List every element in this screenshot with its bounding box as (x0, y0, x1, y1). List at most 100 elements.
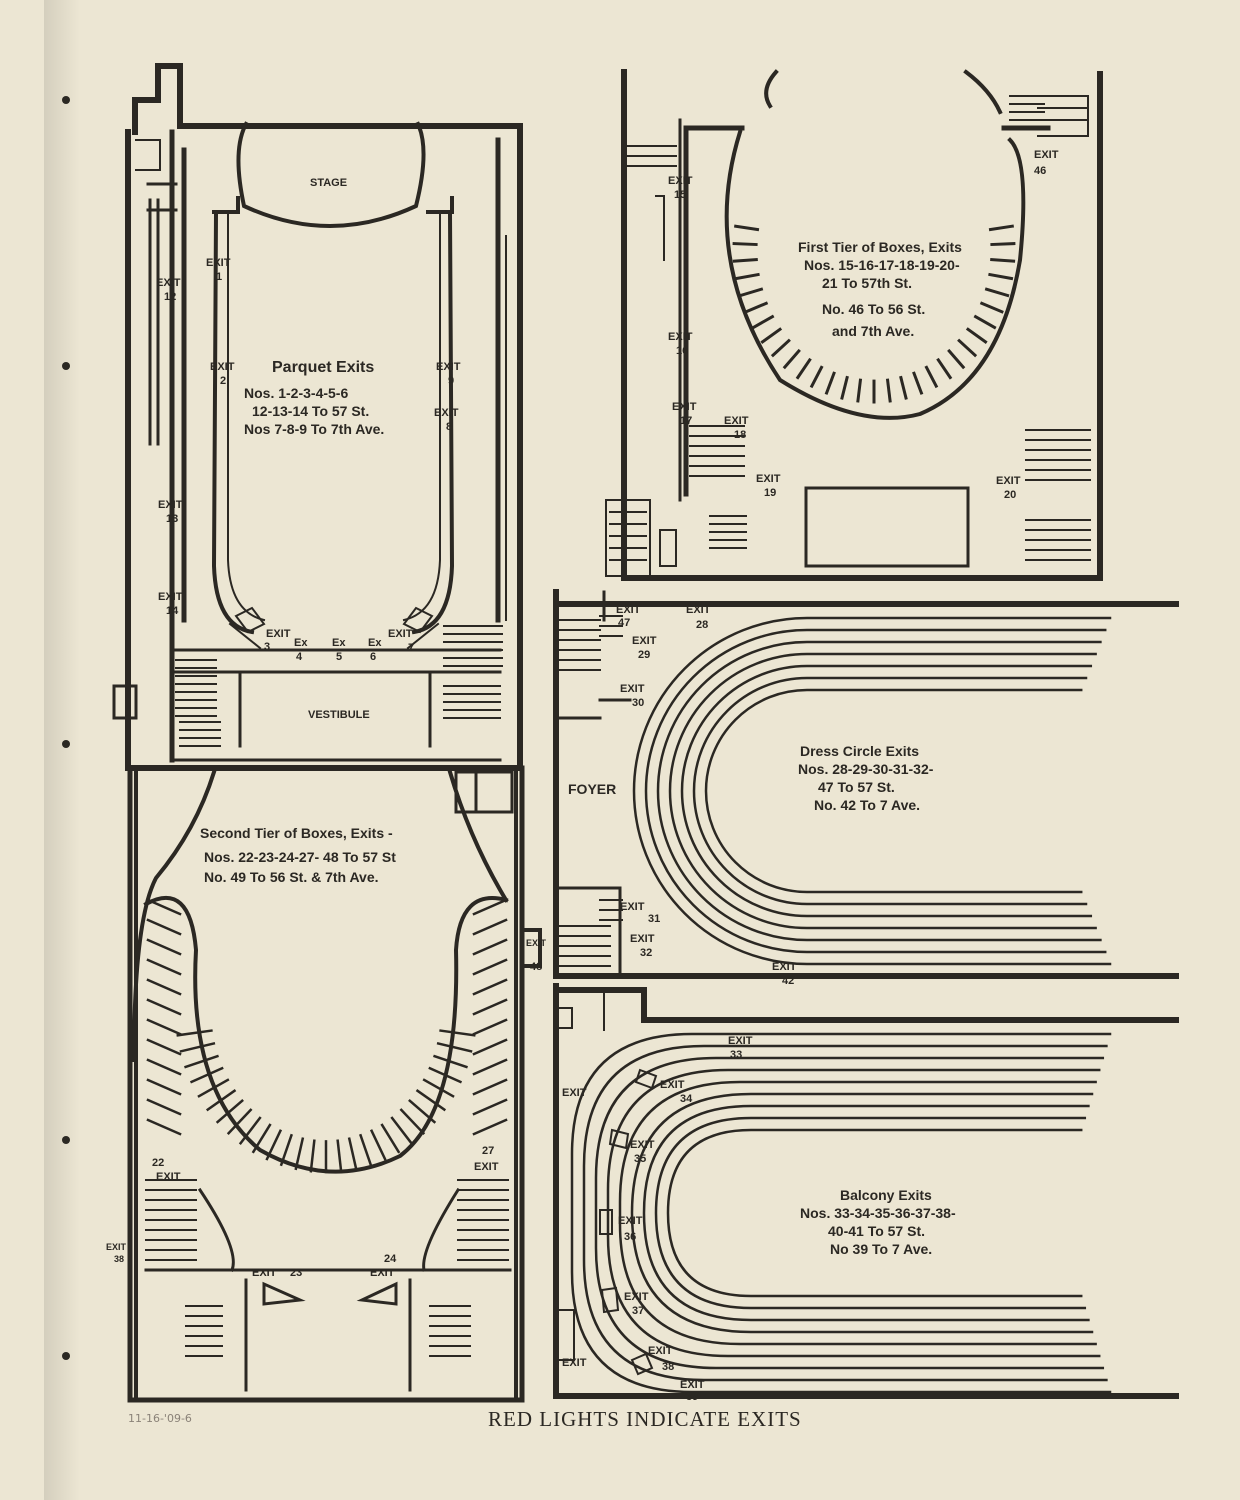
exit-word: EXIT (632, 635, 657, 647)
box-partition (415, 1089, 447, 1112)
seating-lane (704, 688, 1083, 894)
parquet-exits-note: Parquet Exits Nos. 1-2-3-4-5-6 12-13-14 … (244, 359, 384, 437)
box-partition (795, 357, 812, 380)
box-partition (472, 1118, 508, 1136)
exit-19-number: 19 (764, 487, 776, 499)
exit-word: EXIT (620, 683, 645, 695)
first-tier-plan: First Tier of Boxes, Exits Nos. 15-16-17… (605, 69, 1103, 581)
box-partition (390, 1116, 414, 1145)
box-partition (472, 1078, 508, 1096)
exit-48-number: 48 (530, 961, 542, 973)
box-partition (146, 1018, 182, 1036)
exit-word: EXIT (1034, 149, 1059, 161)
box-partition (472, 918, 508, 936)
seating-lane (668, 652, 1097, 930)
box-partition (146, 1038, 182, 1056)
box-partition (205, 1089, 237, 1112)
box-partition (197, 1078, 230, 1098)
box-partition (734, 272, 760, 281)
second-tier-note-title: Second Tier of Boxes, Exits - (200, 825, 393, 841)
exit-18-number: 18 (734, 429, 746, 441)
exit-38-number: 38 (114, 1254, 124, 1264)
box-partition (988, 272, 1014, 281)
box-partition (947, 348, 966, 370)
seating-lane (594, 1056, 1105, 1370)
exit-23-number: 23 (290, 1267, 302, 1279)
box-partition (428, 1066, 463, 1084)
box-partition (973, 314, 997, 330)
dress-circle-note-line3: No. 42 To 7 Ave. (814, 797, 920, 813)
box-partition (472, 938, 508, 956)
first-tier-note-line1: Nos. 15-16-17-18-19-20- (804, 257, 960, 273)
exit-2-number: 2 (220, 375, 226, 387)
box-partition (146, 1058, 182, 1076)
exit-word: EXIT (648, 1345, 673, 1357)
exit-word: EXIT (434, 407, 459, 419)
seating-lane (680, 664, 1093, 918)
exit-38-number: 38 (662, 1361, 674, 1373)
exit-14-number: 14 (166, 605, 179, 617)
box-partition (984, 287, 1010, 298)
parquet-note-title: Parquet Exits (272, 359, 374, 376)
box-partition (279, 1133, 293, 1167)
box-partition (146, 1098, 182, 1116)
exit-word: EXIT (660, 1079, 685, 1091)
vestibule-label: VESTIBULE (308, 709, 370, 721)
exit-word: EXIT (630, 1139, 655, 1151)
caption: RED LIGHTS INDICATE EXITS (488, 1407, 802, 1431)
box-partition (856, 378, 863, 403)
exit-word: EXIT (156, 1171, 181, 1183)
box-partition (760, 327, 783, 344)
exit-17-number: 17 (680, 415, 692, 427)
box-partition (184, 1054, 219, 1069)
box-partition (936, 357, 953, 380)
box-partition (990, 242, 1016, 247)
exit-word: EXIT (252, 1267, 277, 1279)
box-partition (472, 898, 508, 916)
box-partition (732, 242, 758, 247)
exit-6-number: 6 (370, 651, 376, 663)
exit-5-number: 5 (336, 651, 342, 663)
first-tier-note: First Tier of Boxes, Exits Nos. 15-16-17… (798, 239, 962, 339)
seating-lane (642, 1104, 1090, 1322)
exit-27-number: 27 (482, 1145, 494, 1157)
exit-word: EXIT (680, 1379, 705, 1391)
exit-13-number: 13 (166, 513, 178, 525)
box-partition (899, 375, 908, 400)
exit-9-number: 9 (448, 375, 454, 387)
exit-46-number: 46 (1034, 165, 1046, 177)
exit-30-number: 30 (632, 697, 644, 709)
box-partition (146, 898, 182, 916)
dress-circle-note-line2: 47 To 57 St. (818, 779, 895, 795)
box-partition (146, 958, 182, 976)
exit-word: EXIT (630, 933, 655, 945)
box-partition (380, 1123, 401, 1154)
exit-word: EXIT (620, 901, 645, 913)
exit-39-number: 39 (686, 1391, 698, 1403)
page-fold-shadow (44, 0, 80, 1500)
box-partition (215, 1099, 244, 1124)
exit-35-number: 35 (634, 1153, 646, 1165)
box-partition (336, 1139, 343, 1173)
first-tier-note-line2: 21 To 57th St. (822, 275, 912, 291)
second-tier-note: Second Tier of Boxes, Exits - Nos. 22-23… (200, 825, 396, 885)
box-partition (885, 378, 892, 403)
exit-28-number: 28 (696, 619, 708, 631)
box-partition (146, 978, 182, 996)
seating-lane (644, 628, 1107, 954)
box-partition (176, 1029, 213, 1037)
box-partition (408, 1099, 437, 1124)
box-partition (359, 1133, 373, 1167)
exit-word: EXIT (616, 604, 641, 616)
second-tier-note-line2: No. 49 To 56 St. & 7th Ave. (204, 869, 379, 885)
first-tier-note-line4: and 7th Ave. (832, 323, 914, 339)
box-partition (840, 375, 849, 400)
exit-8-number: 8 (446, 421, 452, 433)
box-partition (732, 258, 758, 263)
second-tier-note-line1: Nos. 22-23-24-27- 48 To 57 St (204, 849, 396, 865)
exit-word: EXIT (562, 1357, 587, 1369)
box-partition (472, 1018, 508, 1036)
dress-circle-note-title: Dress Circle Exits (800, 743, 919, 759)
